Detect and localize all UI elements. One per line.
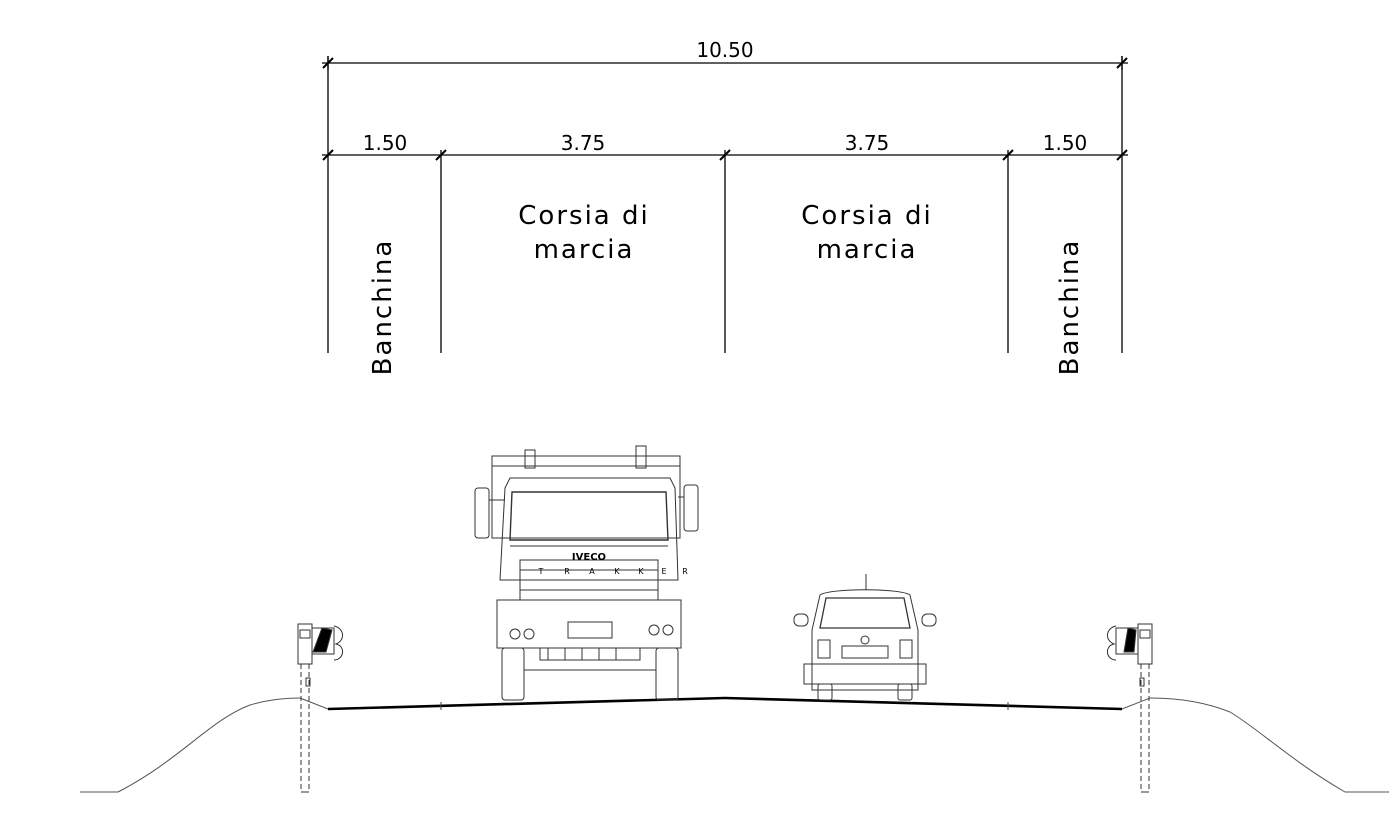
truck-brand-text: IVECO bbox=[572, 552, 606, 563]
truck-letter-3: A bbox=[589, 567, 595, 576]
label-corsia-right-line2: marcia bbox=[817, 235, 918, 265]
truck bbox=[474, 445, 699, 701]
dimension-corsia-right: 3.75 bbox=[845, 131, 890, 155]
embankment bbox=[80, 697, 1389, 793]
label-corsia-right-line1: Corsia di bbox=[801, 201, 932, 231]
dimension-banchina-right: 1.50 bbox=[1043, 131, 1088, 155]
overall-dimension-value: 10.50 bbox=[696, 38, 753, 62]
label-corsia-left-line2: marcia bbox=[534, 235, 635, 265]
label-corsia-left-line1: Corsia di bbox=[518, 201, 649, 231]
truck-letter-5: K bbox=[638, 567, 644, 576]
label-banchina-right: Banchina bbox=[1055, 239, 1085, 376]
dimension-banchina-left: 1.50 bbox=[363, 131, 408, 155]
truck-letter-4: K bbox=[614, 567, 620, 576]
road-surface-ticks bbox=[440, 702, 1009, 710]
guardrail-left bbox=[297, 623, 343, 793]
guardrail-right bbox=[1107, 623, 1153, 793]
truck-letter-6: E bbox=[661, 567, 666, 576]
truck-letter-7: R bbox=[682, 567, 688, 576]
truck-letter-1: T bbox=[538, 567, 544, 576]
road-surface bbox=[327, 696, 1123, 711]
label-banchina-left: Banchina bbox=[368, 239, 398, 376]
truck-letter-2: R bbox=[564, 567, 570, 576]
extension-lines bbox=[327, 56, 1123, 353]
dimension-corsia-left: 3.75 bbox=[561, 131, 606, 155]
car bbox=[793, 574, 937, 701]
truck-model-letters: T R A K K E R bbox=[538, 567, 689, 576]
